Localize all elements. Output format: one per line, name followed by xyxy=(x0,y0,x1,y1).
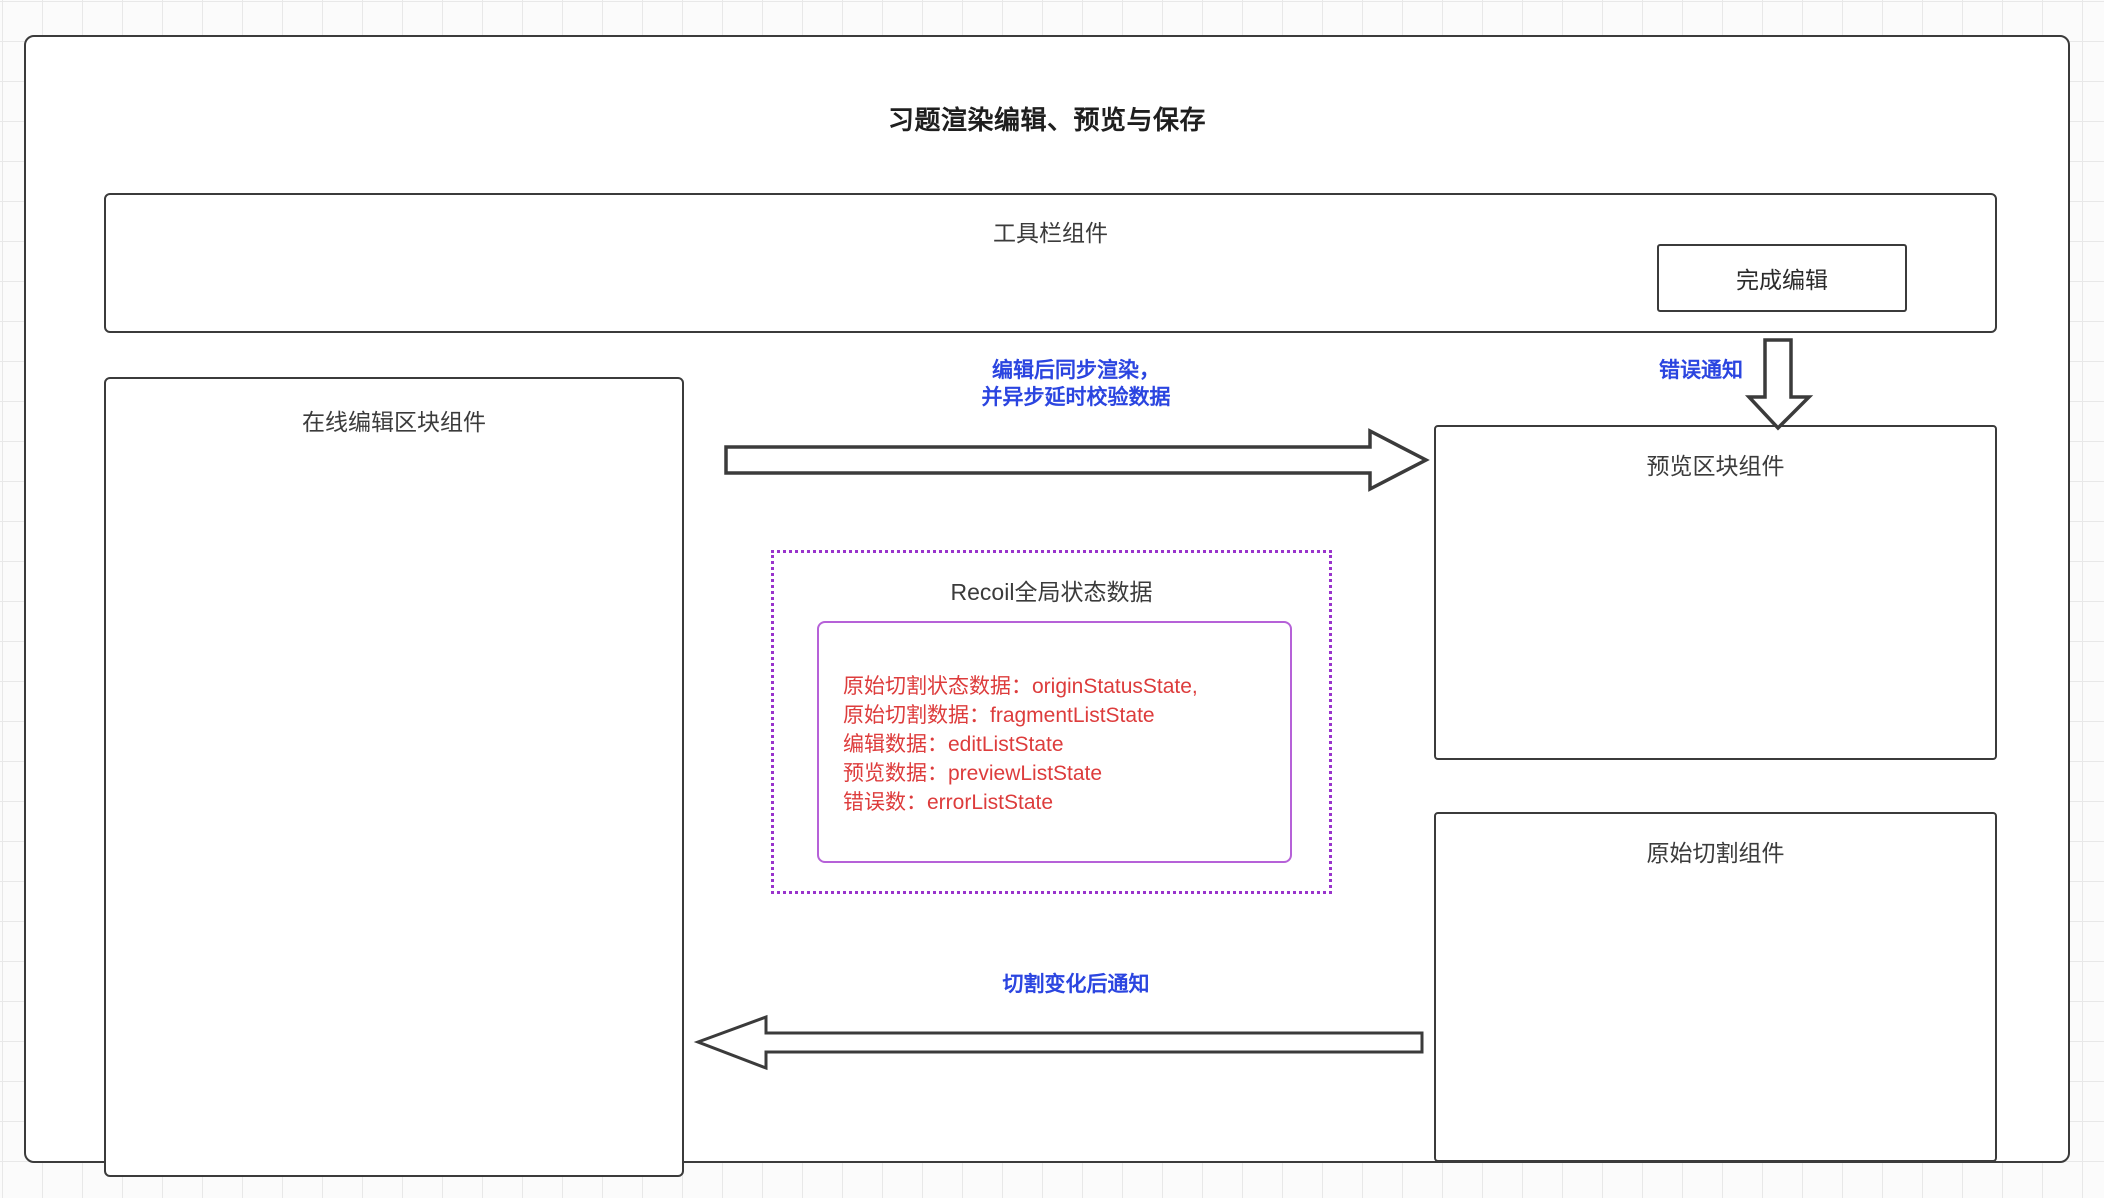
recoil-global-state-label: Recoil全局状态数据 xyxy=(950,579,1153,605)
page-title: 习题渲染编辑、预览与保存 xyxy=(887,105,1206,135)
toolbar-component-label: 工具栏组件 xyxy=(993,220,1108,246)
online-editor-block[interactable]: 在线编辑区块组件 xyxy=(104,377,684,1177)
arrow-editor-to-preview xyxy=(724,428,1430,492)
recoil-state-box: 原始切割状态数据：originStatusState, 原始切割数据：fragm… xyxy=(817,621,1292,863)
origin-fragment-block-label: 原始切割组件 xyxy=(1646,840,1785,866)
state-line-preview-list: 预览数据：previewListState xyxy=(843,762,1103,785)
annotation-sync-render: 编辑后同步渲染， 并异步延时校验数据 xyxy=(981,359,1171,409)
diagram-frame: 习题渲染编辑、预览与保存 工具栏组件 完成编辑 在线编辑区块组件 预览区块组件 … xyxy=(24,35,2070,1177)
state-line-origin-status: 原始切割状态数据：originStatusState, xyxy=(843,675,1198,698)
annotation-fragment-change: 切割变化后通知 xyxy=(1002,973,1150,996)
arrow-error-notify-down xyxy=(1744,338,1814,431)
recoil-global-state-container: Recoil全局状态数据 原始切割状态数据：originStatusState,… xyxy=(771,550,1332,894)
toolbar-component-panel: 工具栏组件 完成编辑 xyxy=(104,193,1997,333)
state-line-fragment-list: 原始切割数据：fragmentListState xyxy=(843,704,1155,727)
finish-edit-button[interactable]: 完成编辑 xyxy=(1657,244,1907,312)
online-editor-block-label: 在线编辑区块组件 xyxy=(302,409,486,435)
preview-block[interactable]: 预览区块组件 xyxy=(1434,425,1997,760)
state-line-error-list: 错误数：errorListState xyxy=(843,791,1054,814)
annotation-error-notify: 错误通知 xyxy=(1659,359,1743,382)
origin-fragment-block[interactable]: 原始切割组件 xyxy=(1434,812,1997,1162)
arrow-fragment-to-editor xyxy=(693,1014,1424,1071)
recoil-state-list: 原始切割状态数据：originStatusState, 原始切割数据：fragm… xyxy=(843,672,1198,817)
preview-block-label: 预览区块组件 xyxy=(1646,453,1785,479)
state-line-edit-list: 编辑数据：editListState xyxy=(843,733,1064,756)
